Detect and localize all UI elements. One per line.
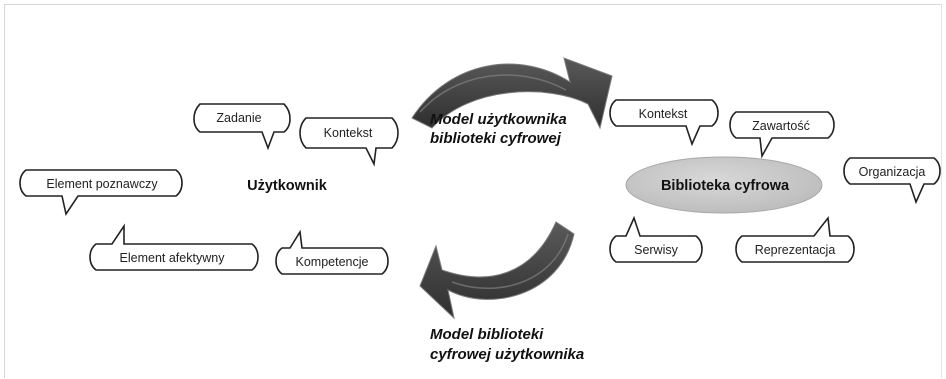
bubble-zadanie-label: Zadanie [216,111,261,125]
bubble-element-poznawczy: Element poznawczy [19,169,183,217]
bubble-zawartosc-label: Zawartość [752,119,810,133]
model-top-line1: Model użytkownika [430,111,567,128]
bubble-user-kontekst: Kontekst [299,117,399,167]
bottom-arrow-highlight [451,233,569,289]
user-center-label: Użytkownik [247,178,328,194]
bubble-reprezentacja-label: Reprezentacja [755,243,836,257]
library-ellipse [625,156,823,214]
top-curved-arrow [411,57,613,130]
model-bottom-line2: cyfrowej użytkownika [430,346,584,363]
model-bottom-line1: Model biblioteki [430,326,544,343]
bubble-element-afektywny: Element afektywny [89,223,259,271]
bubble-organizacja-label: Organizacja [859,165,926,179]
bubble-zadanie: Zadanie [193,103,291,151]
bubble-zawartosc: Zawartość [729,111,835,159]
bubble-element-afektywny-label: Element afektywny [120,251,226,265]
bubble-element-poznawczy-label: Element poznawczy [46,177,158,191]
bubble-kompetencje: Kompetencje [275,229,389,275]
diagram-frame [4,4,942,378]
bubble-library-kontekst-label: Kontekst [639,107,688,121]
bubble-serwisy: Serwisy [609,215,703,263]
model-top-line2: biblioteki cyfrowej [430,130,562,147]
top-arrow-highlight [419,74,567,113]
bubble-library-kontekst: Kontekst [609,99,719,147]
bottom-curved-arrow [419,221,575,320]
bubble-kompetencje-label: Kompetencje [296,255,369,269]
bubble-reprezentacja: Reprezentacja [735,215,855,263]
library-center-label: Biblioteka cyfrowa [661,178,790,194]
bubble-user-kontekst-label: Kontekst [324,126,373,140]
bubble-organizacja: Organizacja [843,157,941,205]
bubble-serwisy-label: Serwisy [634,243,679,257]
